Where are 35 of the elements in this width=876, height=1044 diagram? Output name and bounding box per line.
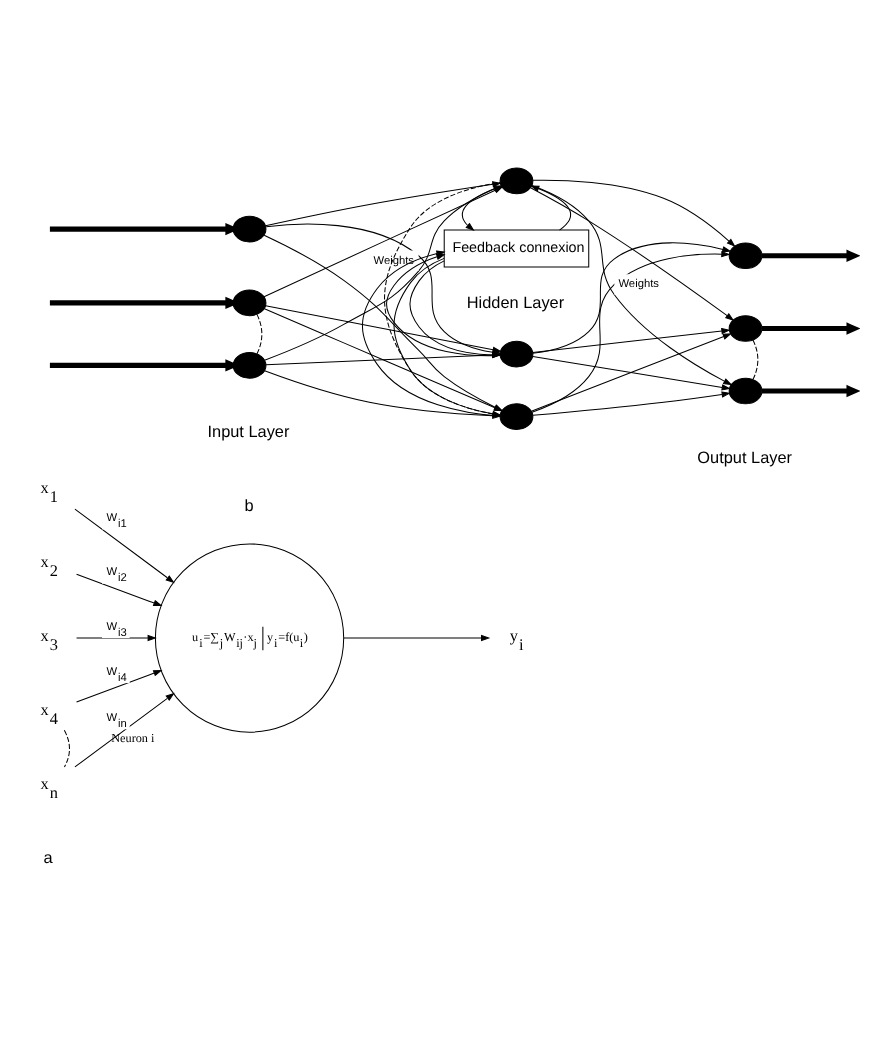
node-circle: [232, 351, 267, 378]
connector: [256, 312, 263, 354]
arrow: [76, 572, 163, 606]
label: Output Layer: [697, 447, 793, 466]
label: Input Layer: [207, 421, 290, 440]
connector: [63, 728, 70, 767]
arrow: [532, 355, 731, 390]
arrow: [76, 669, 163, 702]
arrow: [532, 326, 731, 352]
node-circle: [499, 402, 534, 429]
arrow: [49, 295, 240, 309]
node-circle: [728, 241, 763, 269]
arrow: [762, 248, 860, 261]
arrow: [49, 221, 240, 235]
arrow: [343, 633, 491, 641]
arrow: [530, 332, 732, 411]
arrow: [531, 249, 731, 412]
arrow: [532, 390, 731, 415]
arrow: [532, 241, 732, 353]
arrow: [76, 633, 157, 641]
arrow: [265, 304, 502, 352]
arrow: [74, 691, 175, 767]
arrow: [762, 321, 860, 334]
arrow: [49, 358, 240, 371]
node-circle: [232, 288, 267, 316]
label: a: [43, 848, 53, 867]
node-circle: [728, 314, 763, 341]
node-circle: [232, 214, 267, 242]
label: Hidden Layer: [466, 292, 565, 311]
node-circle: [728, 376, 763, 404]
connector: [752, 338, 759, 379]
label: b: [244, 495, 254, 514]
arrow: [762, 383, 860, 397]
node-circle: [499, 339, 534, 367]
node-circle: [499, 166, 534, 194]
